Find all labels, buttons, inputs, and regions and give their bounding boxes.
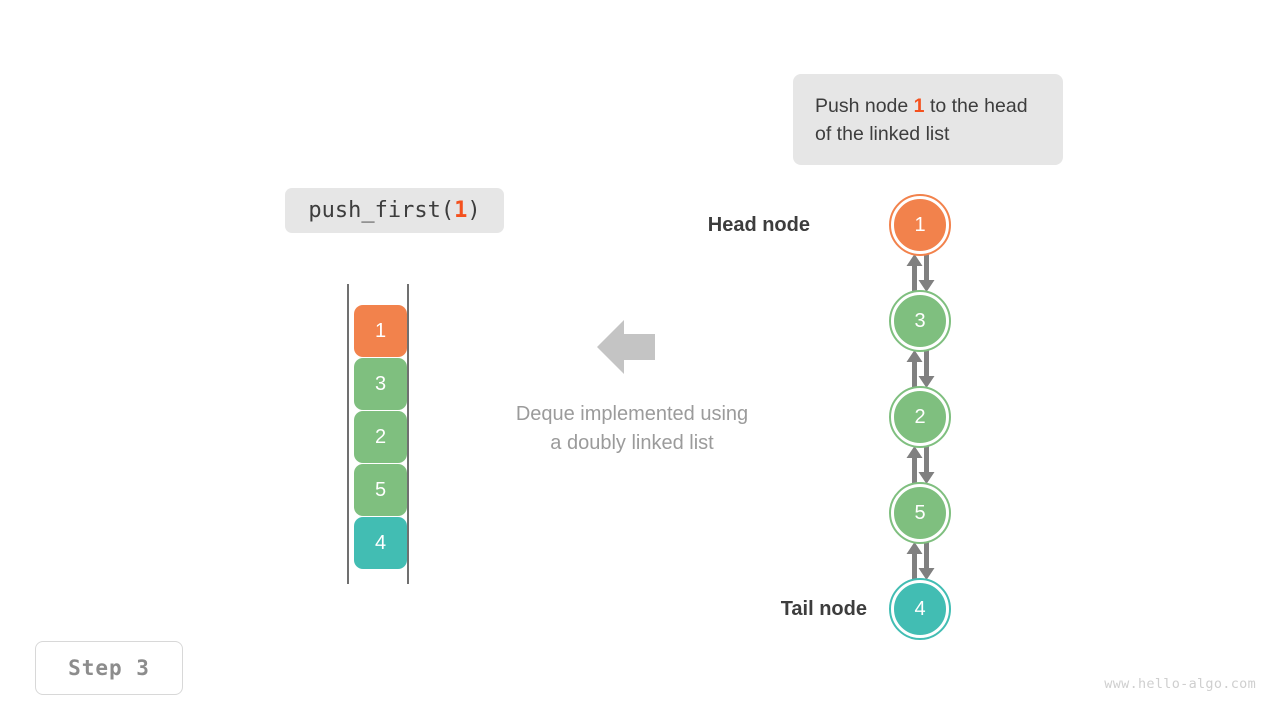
linked-list-node: 1: [889, 194, 951, 256]
deque-item-value: 5: [374, 478, 387, 501]
callout-text-before: Push node: [815, 94, 914, 117]
head-node-label: Head node: [707, 214, 810, 236]
deque-item: 5: [354, 464, 407, 516]
left-arrow-icon: [597, 320, 655, 374]
push-callout: Push node 1 to the head of the linked li…: [793, 74, 1063, 165]
callout-highlight-value: 1: [913, 94, 925, 117]
linked-list-bidirectional-arrow: [896, 446, 944, 484]
callout-text-after: to the head of the linked list: [815, 94, 1028, 145]
deque-rail-left: [347, 284, 349, 584]
linked-list-bidirectional-arrow: [896, 350, 944, 388]
deque-item: 1: [354, 305, 407, 357]
deque-item-value: 2: [374, 425, 387, 448]
deque-item: 3: [354, 358, 407, 410]
linked-list-node-value: 3: [914, 309, 926, 332]
deque-caption-line2: a doubly linked list: [550, 432, 714, 454]
deque-stack: 1 3 2 5 4: [340, 284, 415, 586]
watermark: www.hello-algo.com: [1104, 676, 1256, 692]
step-badge: Step 3: [35, 641, 183, 695]
operation-label-argument: 1: [454, 198, 468, 223]
deque-rail-right: [407, 284, 409, 584]
deque-item: 2: [354, 411, 407, 463]
tail-node-label: Tail node: [780, 598, 867, 620]
linked-list-node-value: 5: [914, 501, 926, 524]
linked-list-node-value: 1: [914, 213, 926, 236]
operation-label: push_first(1): [285, 188, 504, 233]
linked-list-bidirectional-arrow: [896, 542, 944, 580]
linked-list-node-value: 2: [914, 405, 926, 428]
operation-label-suffix: ): [467, 198, 481, 223]
push-callout-text: Push node 1 to the head of the linked li…: [815, 92, 1041, 148]
deque-item-value: 4: [374, 531, 387, 554]
deque-item-value: 1: [374, 319, 387, 342]
linked-list-node: 2: [889, 386, 951, 448]
operation-label-prefix: push_first(: [308, 198, 455, 223]
linked-list-node: 3: [889, 290, 951, 352]
deque-caption-line1: Deque implemented using: [515, 403, 749, 425]
linked-list-node: 4: [889, 578, 951, 640]
linked-list-bidirectional-arrow: [896, 254, 944, 292]
deque-caption: Deque implemented using a doubly linked …: [466, 400, 798, 458]
deque-stack-items: 1 3 2 5 4: [354, 305, 407, 569]
linked-list-node: 5: [889, 482, 951, 544]
deque-item: 4: [354, 517, 407, 569]
deque-item-value: 3: [374, 372, 387, 395]
linked-list-node-value: 4: [914, 597, 926, 620]
